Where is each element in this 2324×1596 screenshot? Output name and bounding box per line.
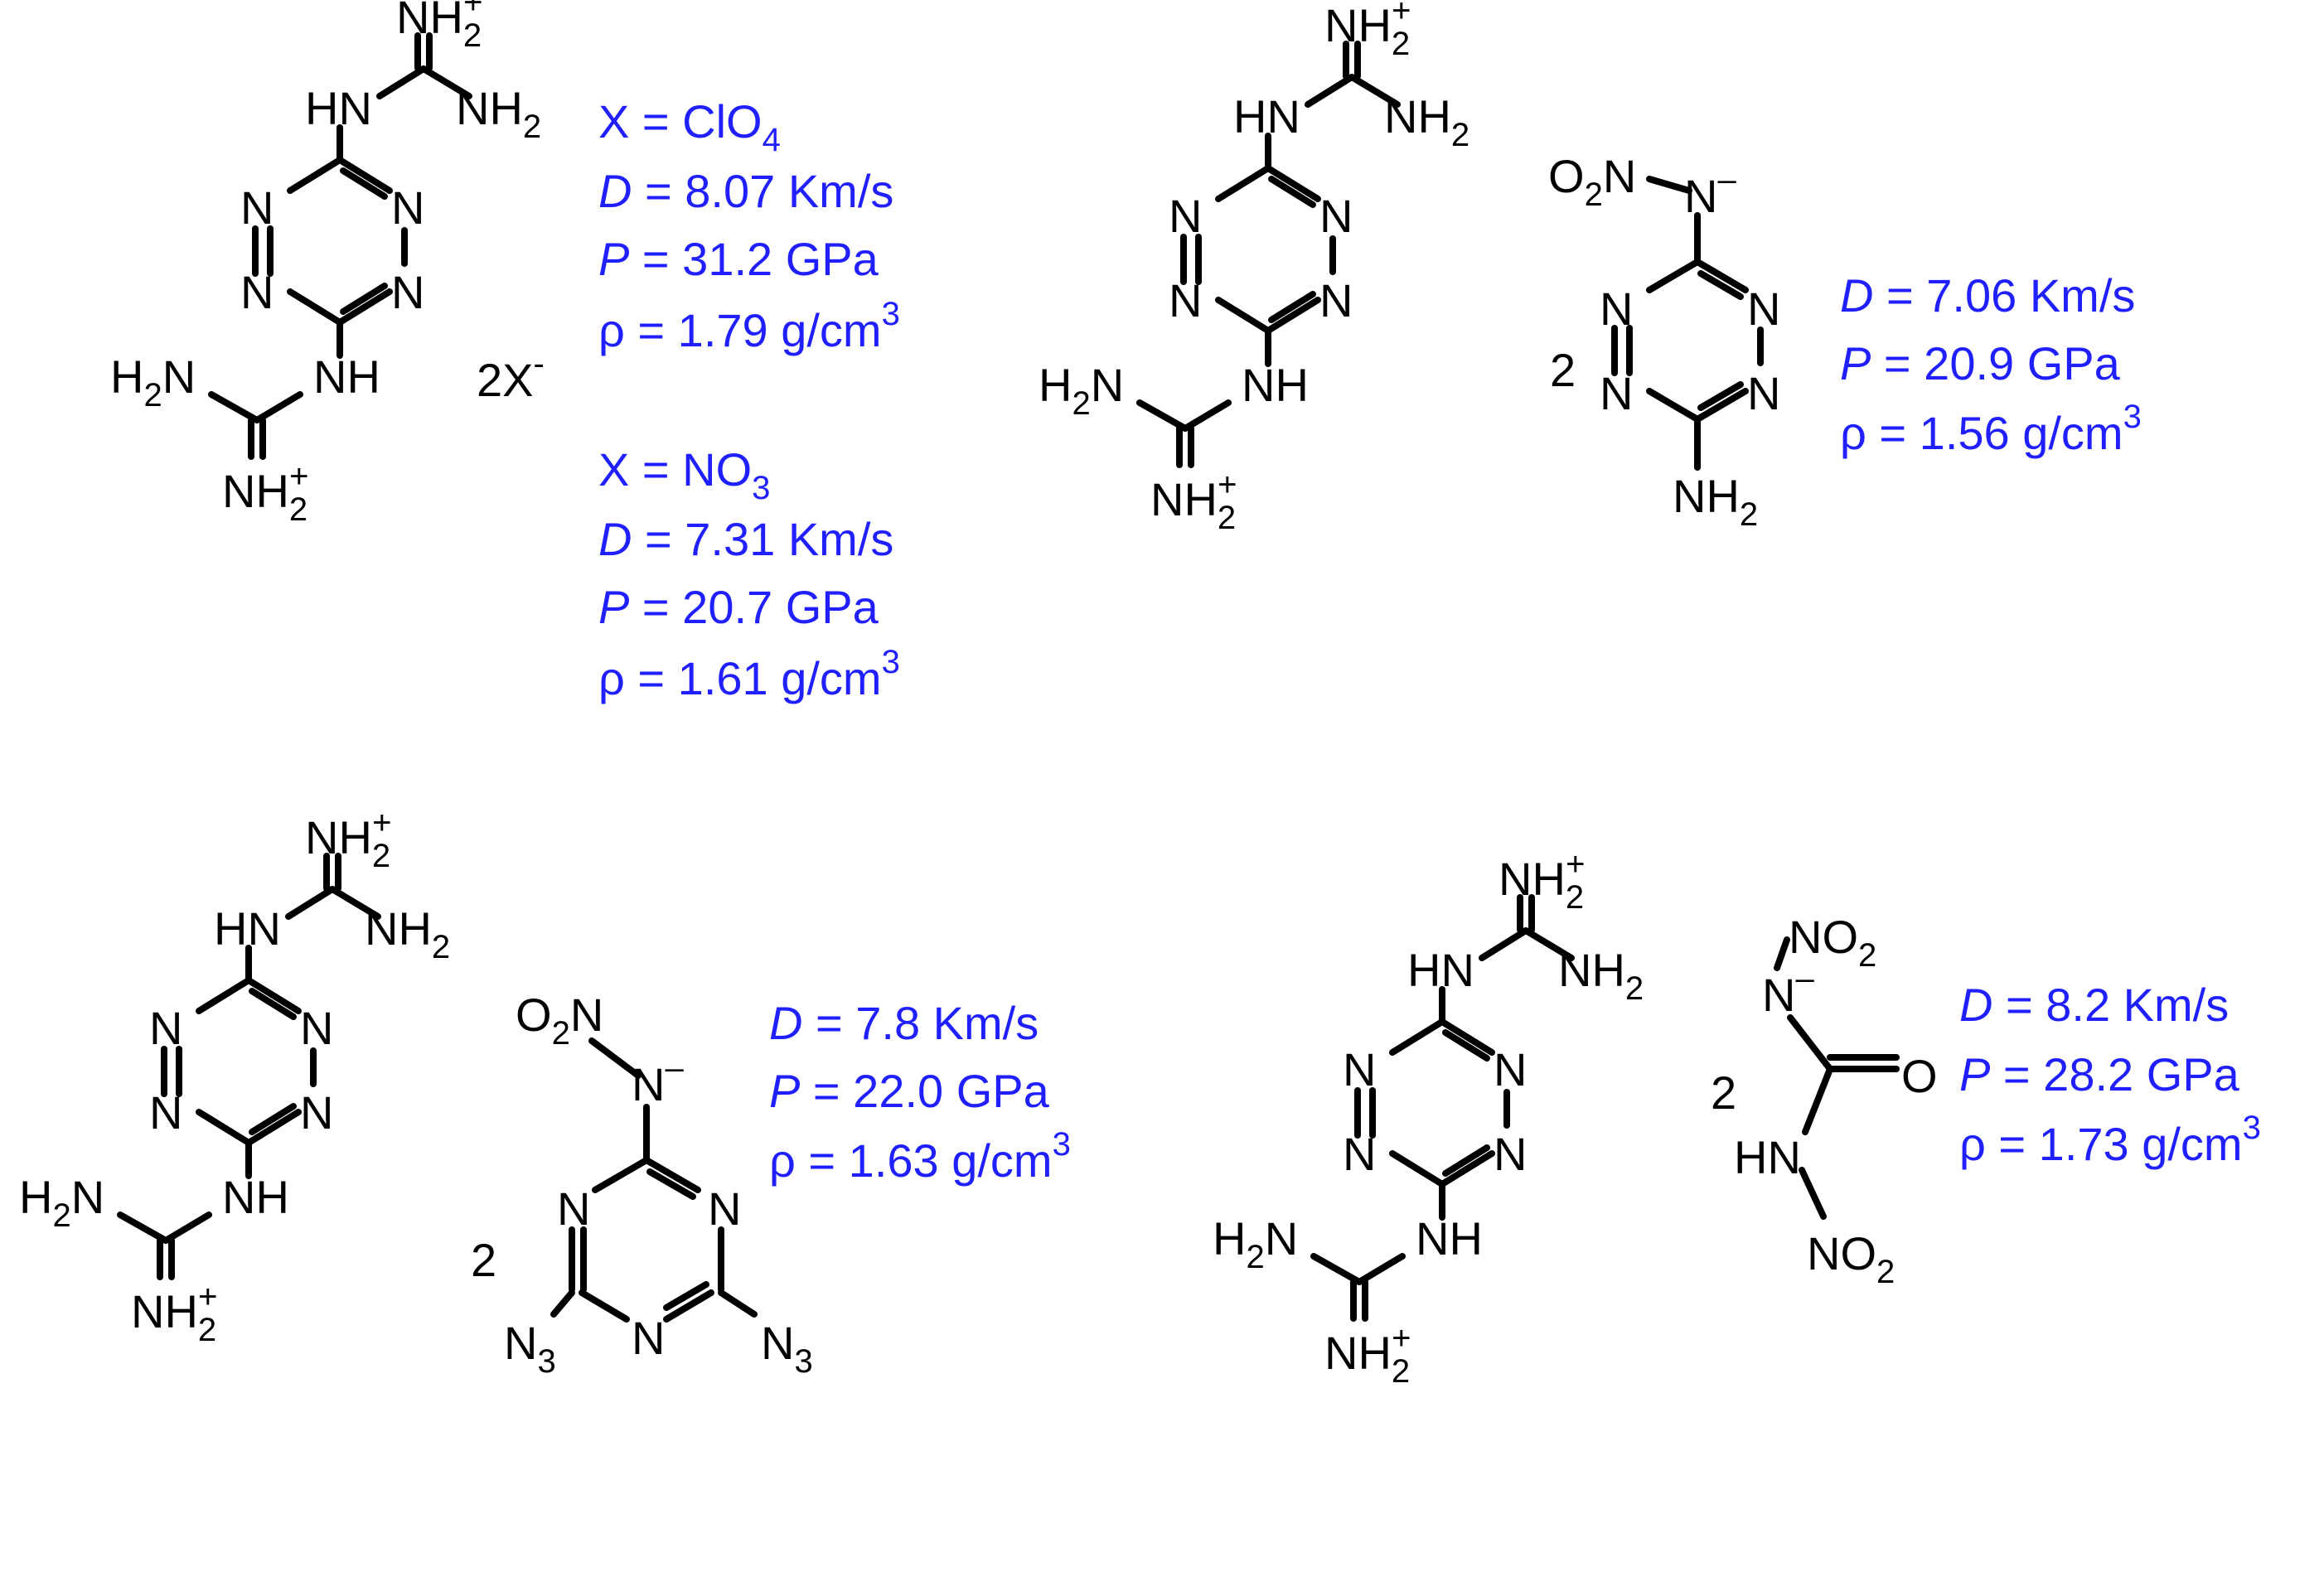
counter-ion-label: 2X- (477, 346, 545, 406)
nitro-group: NO2 (1807, 1227, 1895, 1290)
azide-group: N3 (504, 1317, 556, 1380)
nitro-group: O2N (516, 989, 603, 1052)
triazine-density: ρ = 1.63 g/cm3 (769, 1126, 1071, 1187)
ring-nitrogen: N (557, 1182, 590, 1235)
compound-perchlorate-nitrate: 2X- X = ClO4 D = 8.07 Km/s P = 31.2 GPa … (110, 0, 900, 704)
perchlorate-density: ρ = 1.79 g/cm3 (598, 296, 900, 356)
ring-nitrogen: N (708, 1182, 741, 1235)
anionic-nitrogen: N– (1762, 960, 1814, 1021)
triazine-detonation-velocity: D = 7.8 Km/s (769, 997, 1039, 1049)
bis-guanidinium-tetrazine-cation (110, 0, 541, 528)
nitroamino-diazidotriazine-anion: O2N N– N N N N3 N3 (504, 989, 813, 1380)
stoichiometry-two: 2 (1711, 1066, 1736, 1119)
carbonyl-oxygen: O (1901, 1050, 1938, 1102)
perchlorate-detonation-velocity: D = 8.07 Km/s (598, 165, 893, 217)
nitrate-density: ρ = 1.61 g/cm3 (598, 644, 900, 704)
nitrate-detonation-velocity: D = 7.31 Km/s (598, 513, 893, 565)
ring-nitrogen: N (1600, 367, 1633, 419)
amino-group: NH2 (1673, 470, 1758, 533)
aminotetrazine-detonation-velocity: D = 7.06 Km/s (1840, 269, 2135, 322)
hn-label: HN (1734, 1131, 1801, 1183)
nitrate-anion-label: X = NO3 (598, 443, 770, 506)
ring-nitrogen: N (1747, 283, 1780, 335)
dinitrourea-detonation-pressure: P = 28.2 GPa (1959, 1048, 2240, 1100)
compound-diazido-triazine: O2N N– N N N N3 N3 2 D = 7.8 Km/s P = 22… (19, 805, 1071, 1380)
bis-guanidinium-tetrazine-cation (1213, 846, 1644, 1390)
anionic-nitrogen: N– (632, 1050, 684, 1110)
dinitrourea-detonation-velocity: D = 8.2 Km/s (1959, 979, 2229, 1031)
nitrate-detonation-pressure: P = 20.7 GPa (598, 581, 879, 633)
ring-nitrogen: N (1600, 283, 1633, 335)
compound-dinitrourea: NO2 N– O HN NO2 2 D = 8.2 Km/s P = 28.2 … (1213, 846, 2261, 1390)
perchlorate-detonation-pressure: P = 31.2 GPa (598, 233, 879, 285)
compound-nitroamino-aminotetrazine: O2N N– N N N N NH2 2 D = 7.06 Km/s P = 2… (1039, 0, 2142, 536)
nitro-group: NO2 (1789, 911, 1876, 974)
aminotetrazine-detonation-pressure: P = 20.9 GPa (1840, 337, 2121, 389)
stoichiometry-two: 2 (471, 1234, 496, 1286)
triazine-detonation-pressure: P = 22.0 GPa (769, 1065, 1050, 1117)
dinitrourea-anion: NO2 N– O HN NO2 (1734, 911, 1938, 1290)
stoichiometry-two: 2 (1550, 344, 1576, 396)
perchlorate-anion-label: X = ClO4 (598, 95, 781, 158)
dinitrourea-density: ρ = 1.73 g/cm3 (1959, 1110, 2261, 1170)
nitro-group: O2N (1548, 150, 1636, 213)
bis-guanidinium-tetrazine-cation (1039, 0, 1469, 536)
anionic-nitrogen: N– (1684, 162, 1736, 222)
ring-nitrogen: N (632, 1312, 665, 1364)
azide-group: N3 (761, 1317, 813, 1380)
bis-guanidinium-tetrazine-cation (19, 805, 450, 1348)
ring-nitrogen: N (1747, 367, 1780, 419)
aminotetrazine-density: ρ = 1.56 g/cm3 (1840, 399, 2142, 459)
nitroamino-aminotetrazine-anion: O2N N– N N N N NH2 (1548, 150, 1780, 533)
